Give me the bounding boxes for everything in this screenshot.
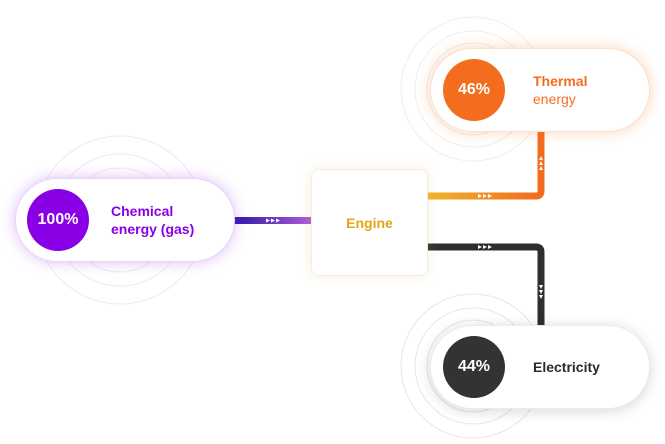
source-label-line1: Chemical [111, 203, 174, 219]
output-node-electricity: 44% Electricity [430, 325, 650, 409]
engine-label: Engine [346, 214, 393, 231]
source-percent-badge: 100% [27, 189, 89, 251]
electricity-connector-arrows [478, 245, 543, 299]
thermal-label: Thermal energy [533, 72, 587, 108]
source-node-chemical-energy: 100% Chemical energy (gas) [15, 178, 235, 262]
source-label-line2: energy (gas) [111, 221, 195, 237]
electricity-label: Electricity [533, 359, 600, 375]
source-label: Chemical energy (gas) [111, 202, 194, 238]
thermal-label-line2: energy [533, 91, 576, 107]
thermal-percent-badge: 46% [443, 59, 505, 121]
engine-to-thermal-connector [427, 131, 545, 200]
electricity-percent-badge: 44% [443, 336, 505, 398]
output-node-thermal-energy: 46% Thermal energy [430, 48, 650, 132]
engine-node: Engine [311, 169, 428, 276]
thermal-connector-arrows [478, 156, 543, 198]
engine-to-electricity-connector [427, 243, 545, 326]
thermal-label-line1: Thermal [533, 73, 588, 89]
chem-connector-arrows [266, 218, 280, 223]
